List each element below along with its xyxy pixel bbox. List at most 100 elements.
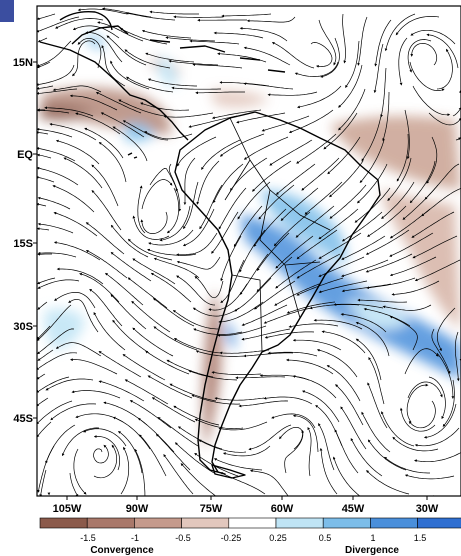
streamline (72, 40, 96, 77)
lat-label: 30S (13, 321, 33, 333)
streamline (37, 222, 74, 234)
streamline (125, 12, 176, 21)
streamline (37, 352, 78, 370)
streamline (52, 185, 95, 213)
streamline (173, 15, 224, 19)
streamline (341, 211, 383, 242)
streamline (239, 26, 288, 42)
legend-color-box (134, 517, 182, 529)
streamline (110, 251, 152, 282)
streamline (131, 300, 171, 333)
streamline (49, 122, 97, 141)
streamline (436, 48, 453, 90)
streamline (132, 258, 176, 285)
streamline (341, 259, 389, 278)
streamline (318, 208, 359, 240)
streamline (319, 447, 338, 495)
streamline-field (37, 7, 461, 496)
streamline (176, 256, 221, 270)
legend-color-box (275, 517, 324, 529)
streamline (271, 413, 316, 429)
streamline (180, 463, 217, 496)
streamline (112, 416, 151, 450)
streamline (236, 112, 286, 124)
color-legend: -1.5 -1 -0.5 -0.25 0.25 0.5 1 1.5 Conver… (39, 517, 461, 556)
streamline (455, 137, 461, 141)
streamline (271, 42, 315, 69)
streamline (91, 164, 119, 207)
streamline (153, 297, 195, 327)
lon-label: 90W (126, 503, 149, 515)
streamline (374, 19, 392, 67)
streamline (37, 277, 56, 285)
streamline (365, 229, 410, 255)
streamline (404, 109, 410, 160)
streamline (414, 427, 460, 447)
streamline (412, 235, 458, 259)
streamline (194, 275, 224, 299)
streamline (436, 307, 456, 352)
lat-label: EQ (17, 149, 33, 161)
streamline (421, 188, 461, 217)
streamline (220, 259, 245, 304)
streamline (354, 187, 391, 223)
streamline (83, 428, 127, 447)
divergence-patch (345, 300, 410, 329)
streamline (338, 64, 363, 108)
galapagos (127, 152, 138, 159)
streamline (166, 187, 180, 234)
streamline (93, 444, 109, 464)
streamline (145, 350, 190, 375)
streamline (37, 301, 48, 310)
legend-color-box (370, 517, 418, 529)
gulf-outline (59, 10, 113, 31)
lat-label: 45S (13, 413, 33, 425)
streamline (159, 205, 191, 242)
streamline (333, 303, 384, 309)
streamline (44, 106, 94, 117)
streamline (153, 257, 200, 279)
streamline (112, 126, 148, 162)
streamline (404, 474, 455, 480)
legend-tick: -1 (131, 533, 139, 543)
streamline (124, 379, 169, 405)
streamline (37, 227, 50, 231)
streamline (355, 338, 382, 381)
streamline (243, 136, 289, 160)
legend-color-box (228, 517, 277, 529)
streamline (363, 307, 411, 327)
lon-label: 105W (53, 503, 82, 515)
streamline (411, 211, 455, 238)
streamline (329, 160, 364, 198)
streamline (389, 256, 437, 277)
streamline (104, 272, 144, 306)
streamline (381, 411, 415, 447)
streamline (194, 418, 244, 430)
streamline (214, 397, 265, 401)
streamline (382, 92, 390, 142)
streamline (424, 163, 460, 200)
streamline (408, 400, 436, 429)
streamline (69, 472, 79, 496)
streamline (176, 232, 218, 257)
streamline (248, 424, 292, 451)
streamline (54, 292, 96, 309)
streamline (37, 61, 51, 69)
streamline (253, 208, 287, 247)
streamline (93, 444, 118, 479)
streamline (85, 31, 123, 63)
streamline (368, 356, 385, 405)
legend-color-box (86, 517, 135, 529)
streamline (237, 181, 271, 220)
convergence-patch (380, 190, 461, 330)
lon-label: 45W (342, 503, 365, 515)
convergence-patch (330, 116, 461, 190)
streamline (316, 348, 358, 378)
streamline (406, 383, 429, 423)
latitude-ticks (33, 61, 37, 419)
streamline (356, 163, 388, 204)
streamline (163, 454, 194, 495)
streamline (301, 390, 340, 423)
streamline (89, 288, 123, 327)
